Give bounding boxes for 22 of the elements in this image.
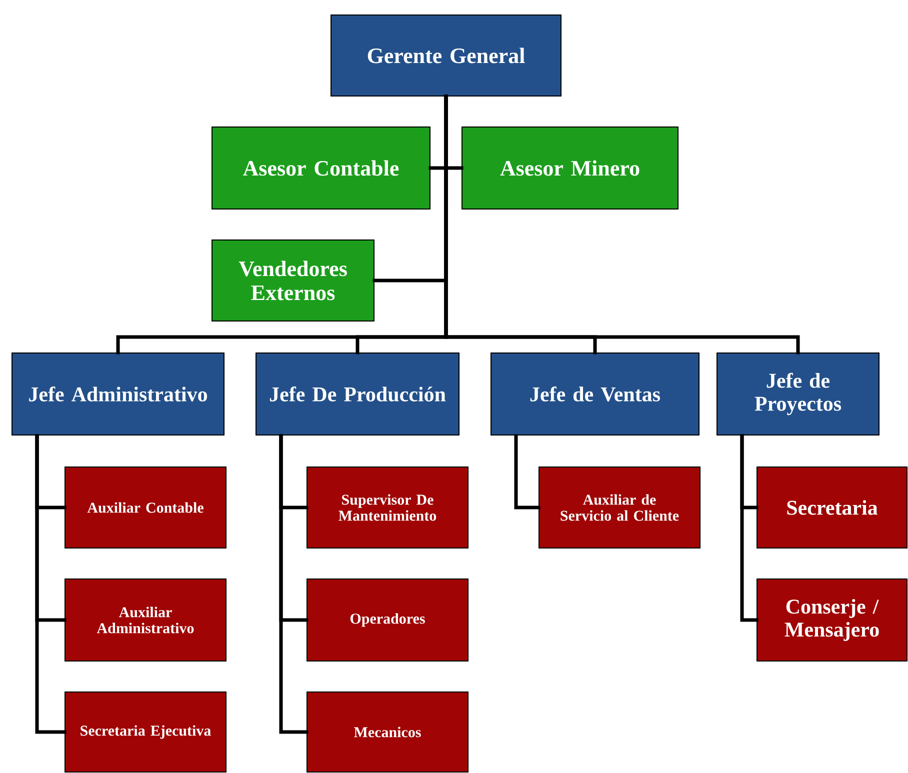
staff-box: Mecanicos — [306, 692, 468, 772]
manager-box: Jefe de Ventas — [490, 352, 700, 436]
advisor-box: Asesor Minero — [462, 126, 678, 210]
staff-box: Conserje / Mensajero — [756, 578, 908, 662]
connector-line — [279, 434, 308, 734]
staff-box: Auxiliar de Servicio al Cliente — [538, 466, 700, 548]
staff-box: Auxiliar Contable — [64, 466, 226, 548]
connector-line — [444, 94, 800, 354]
connector-line — [514, 434, 540, 510]
staff-box: Secretaria Ejecutiva — [64, 692, 226, 772]
advisor-box: Asesor Contable — [212, 126, 430, 210]
connector-line — [740, 434, 758, 622]
advisor-box: Vendedores Externos — [212, 240, 374, 322]
manager-box: Jefe Administrativo — [12, 352, 224, 436]
manager-box: Gerente General — [330, 14, 562, 96]
staff-box: Auxiliar Administrativo — [64, 578, 226, 662]
connector-line — [35, 434, 66, 734]
staff-box: Secretaria — [756, 466, 908, 548]
manager-box: Jefe de Proyectos — [716, 352, 880, 436]
staff-box: Supervisor De Mantenimiento — [306, 466, 468, 548]
manager-box: Jefe De Producción — [256, 352, 460, 436]
staff-box: Operadores — [306, 578, 468, 662]
